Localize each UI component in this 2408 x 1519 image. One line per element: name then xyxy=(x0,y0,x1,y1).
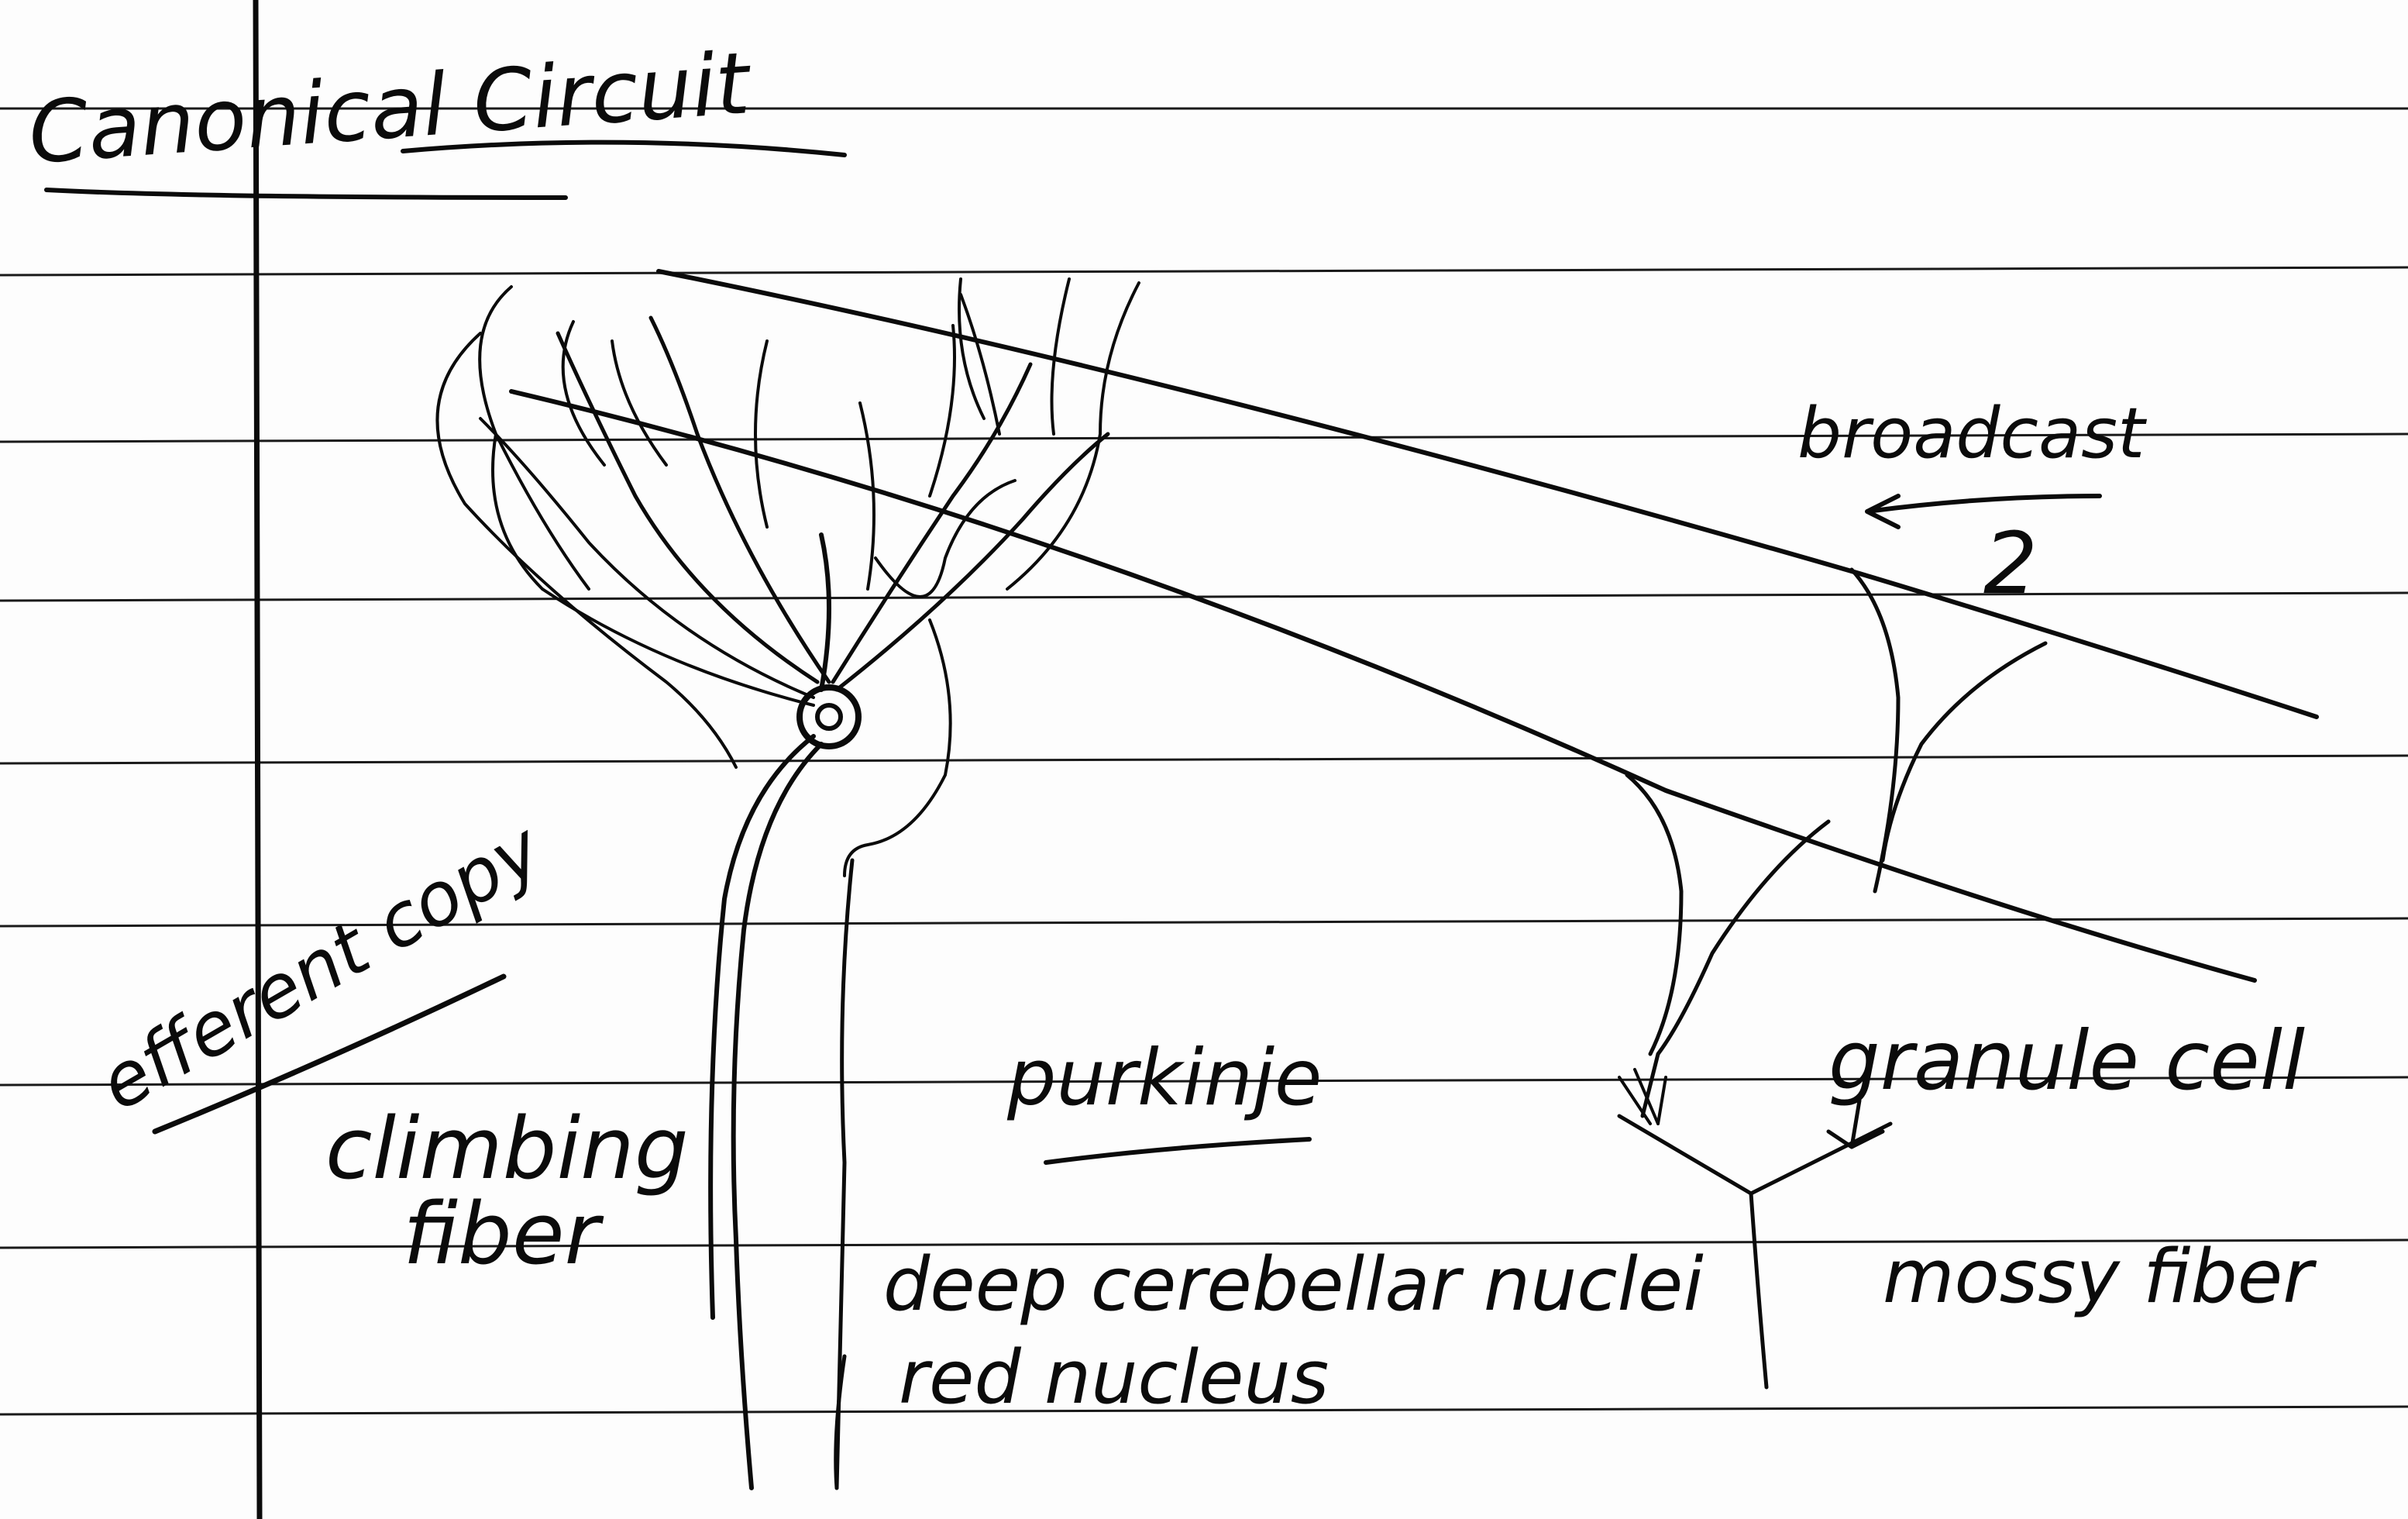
label-purkinje: purkinje xyxy=(1006,1032,1322,1123)
title-underline xyxy=(44,188,568,200)
label-mossy-fiber: mossy fiber xyxy=(1883,1235,2317,1320)
purkinje-cell xyxy=(435,277,1140,877)
broadcast-arrow xyxy=(1865,494,2102,529)
label-granule-cell: granule cell xyxy=(1828,1014,2305,1108)
climbing-fiber-3 xyxy=(834,1354,847,1490)
ruled-lines xyxy=(0,107,2408,1416)
mossy-fiber-stem xyxy=(1749,1191,1769,1390)
diagram-title: Canonical Circuit xyxy=(26,33,755,183)
mossy-fiber xyxy=(1617,1114,1893,1196)
granule-arrow xyxy=(1826,1098,1885,1149)
purkinje-nucleus xyxy=(815,703,843,731)
purkinje-axon xyxy=(731,742,824,1490)
label-climbing-fiber-2: fiber xyxy=(403,1184,604,1283)
label-efferent-copy: efferent copy xyxy=(86,806,558,1128)
purkinje-soma xyxy=(796,684,862,749)
label-red-nucleus: red nucleus xyxy=(899,1335,1329,1421)
efferent-copy-underline xyxy=(152,973,507,1135)
label-climbing-fiber-1: climbing xyxy=(325,1099,689,1198)
climbing-fiber xyxy=(708,734,816,1320)
title-underline-2 xyxy=(401,140,847,157)
purkinje-underline xyxy=(1044,1137,1312,1165)
label-broadcast: broadcast xyxy=(1797,393,2148,474)
broadcast-number: 2 xyxy=(1983,514,2038,613)
granule-cell-1 xyxy=(1618,773,1831,1125)
granule-cell-2 xyxy=(1849,567,2048,894)
parallel-fiber-2 xyxy=(509,389,2257,983)
margin-line xyxy=(253,0,263,1519)
parallel-fiber-1 xyxy=(656,269,2319,719)
label-deep-cerebellar-nuclei: deep cerebellar nuclei xyxy=(883,1242,1704,1328)
